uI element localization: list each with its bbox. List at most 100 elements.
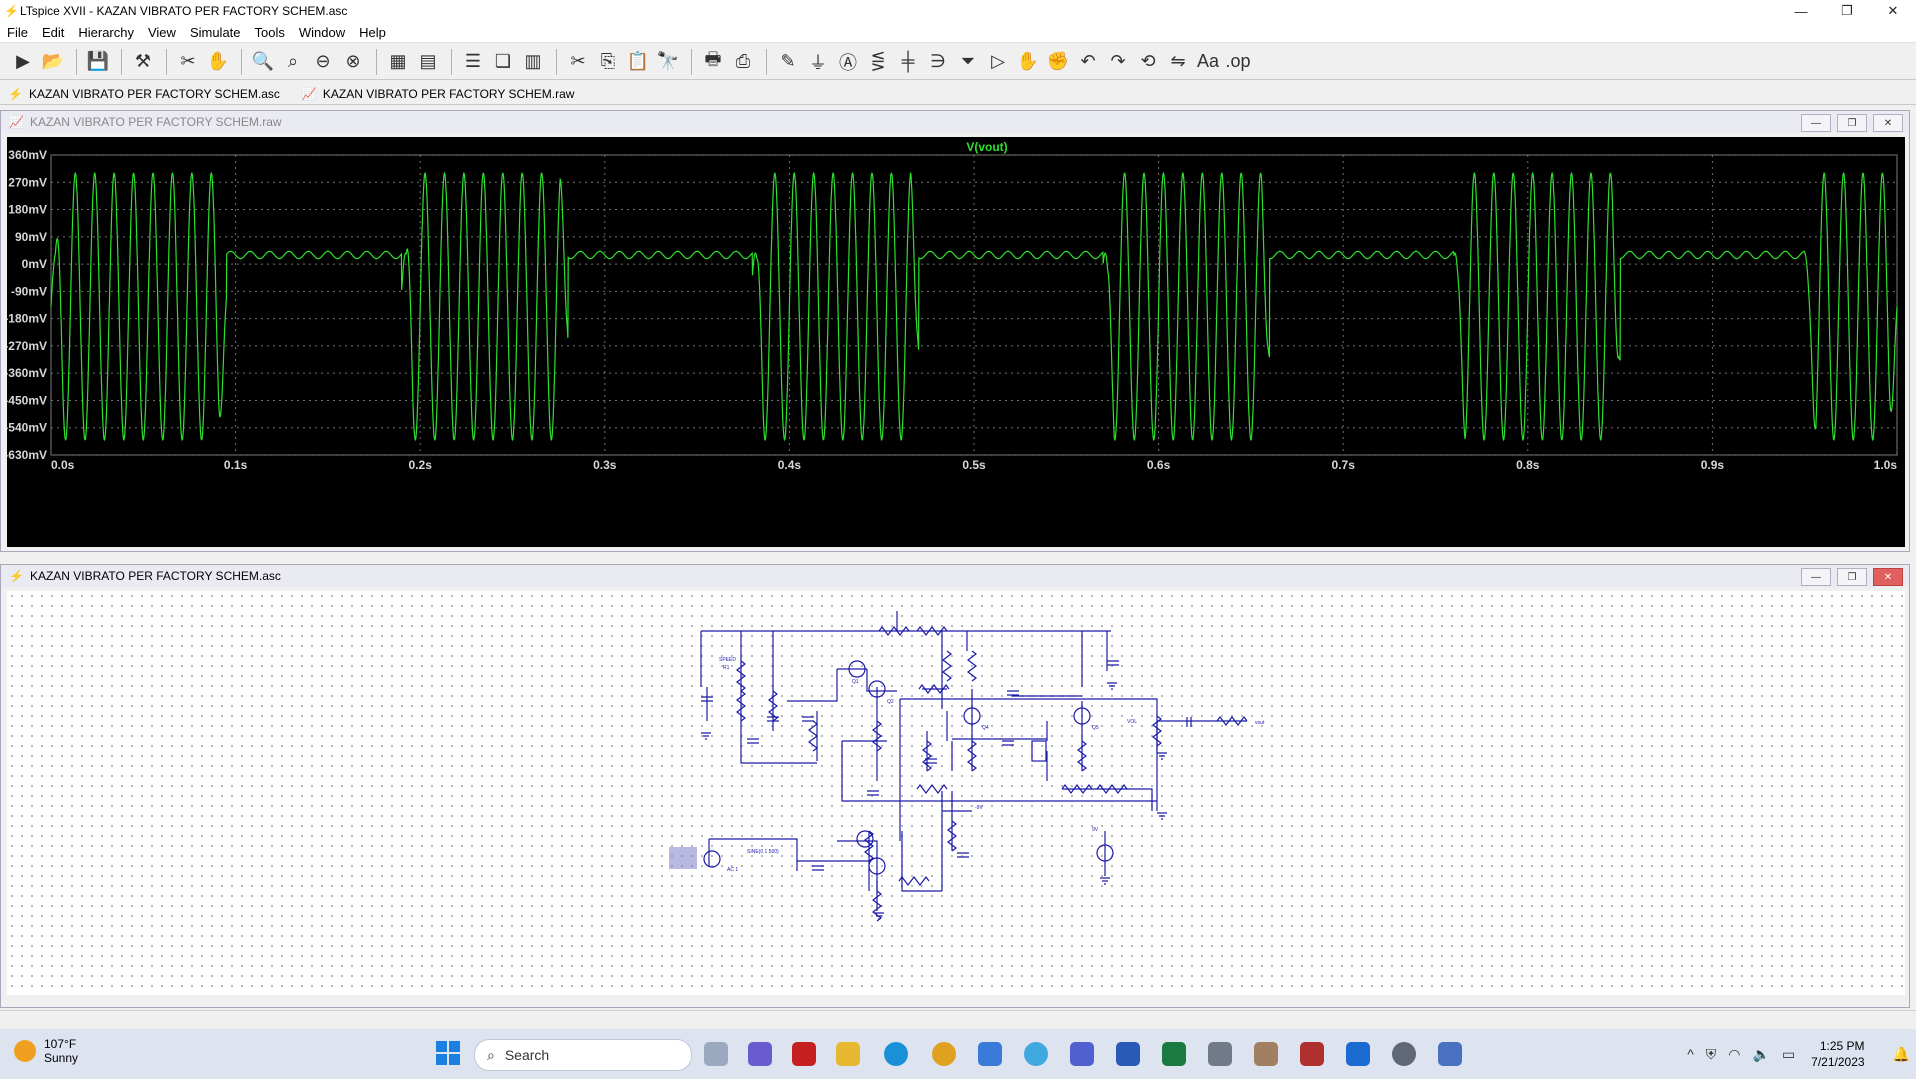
tools-icon[interactable] — [1254, 1042, 1278, 1066]
drag-icon[interactable]: ✊ — [1046, 51, 1070, 71]
pan-hand-icon[interactable]: ✋ — [206, 51, 230, 71]
window-controls: — ❐ ✕ — [1778, 0, 1916, 22]
chrome-icon[interactable] — [932, 1042, 956, 1066]
clock[interactable]: 1:25 PM 7/21/2023 — [1811, 1038, 1864, 1070]
component-icon[interactable]: ▷ — [991, 51, 1005, 71]
zoom-out-icon[interactable]: ⊖ — [315, 51, 331, 71]
inductor-icon[interactable]: ∋ — [930, 51, 946, 71]
word-icon[interactable] — [1116, 1042, 1140, 1066]
rotate-icon[interactable]: ⟲ — [1140, 51, 1156, 71]
find-icon[interactable]: 🔭 — [656, 51, 680, 71]
menu-file[interactable]: File — [7, 24, 28, 40]
menu-window[interactable]: Window — [298, 24, 346, 40]
chevron-up-icon[interactable]: ^ — [1687, 1046, 1694, 1062]
network-app-icon[interactable] — [1438, 1042, 1462, 1066]
x-tick-label: 0.1s — [224, 458, 248, 472]
menu-help[interactable]: Help — [359, 24, 386, 40]
system-tray: ^ ⛨ ◠ 🔈 ▭ 1:25 PM 7/21/2023 🔔 — [1681, 1029, 1916, 1079]
x-tick-label: 0.8s — [1516, 458, 1540, 472]
tile-horizontal-icon[interactable]: ☰ — [464, 51, 482, 71]
minimize-icon[interactable]: — — [1794, 3, 1808, 19]
mirror-icon[interactable]: ⇋ — [1170, 51, 1186, 71]
file-explorer-icon[interactable] — [836, 1042, 860, 1066]
weather-widget[interactable]: 107°F Sunny — [14, 1037, 78, 1065]
battery-icon[interactable]: ▭ — [1781, 1045, 1796, 1062]
close-icon[interactable]: ✕ — [1887, 3, 1899, 18]
svg-text:9V: 9V — [1092, 827, 1099, 833]
volume-icon[interactable]: 🔈 — [1752, 1045, 1770, 1062]
copilot-icon[interactable] — [1070, 1042, 1094, 1066]
menu-tools[interactable]: Tools — [254, 24, 285, 40]
minimize-icon[interactable]: — — [1801, 568, 1831, 586]
cut-icon[interactable]: ✂ — [570, 51, 586, 71]
teams-icon[interactable] — [748, 1042, 772, 1066]
taskbar-search[interactable]: ⌕ Search — [474, 1039, 692, 1071]
waveform-window-controls: — ❐ ✕ — [1795, 114, 1903, 132]
autorange-icon[interactable]: ▦ — [389, 51, 407, 71]
move-icon[interactable]: ✋ — [1016, 51, 1040, 71]
edge-icon[interactable] — [884, 1042, 908, 1066]
ground-icon[interactable]: ⏚ — [809, 52, 827, 73]
defender-icon[interactable]: ⛨ — [1705, 1045, 1717, 1062]
svg-text:Q4: Q4 — [982, 725, 989, 731]
resistor-icon[interactable]: ⋚ — [870, 51, 886, 71]
copy-icon[interactable]: ⎘ — [600, 51, 616, 71]
zoom-area-icon[interactable]: ⌕ — [287, 51, 299, 71]
menu-edit[interactable]: Edit — [41, 24, 65, 40]
schematic-window: ⚡ KAZAN VIBRATO PER FACTORY SCHEM.asc — … — [0, 564, 1910, 1008]
undo-icon[interactable]: ↶ — [1080, 51, 1096, 71]
zoom-fit-icon[interactable]: ⊗ — [345, 51, 361, 71]
control-panel-icon[interactable]: ⚒ — [134, 51, 152, 71]
help-icon[interactable] — [1024, 1042, 1048, 1066]
filezilla-icon[interactable] — [792, 1042, 816, 1066]
ltspice-taskbar-icon[interactable] — [1300, 1042, 1324, 1066]
maximize-icon[interactable]: ❐ — [1841, 3, 1853, 18]
spice-directive-text[interactable] — [669, 847, 697, 869]
restore-icon[interactable]: ❐ — [1837, 114, 1867, 132]
toolbar-separator — [556, 48, 559, 75]
redo-icon[interactable]: ↷ — [1110, 51, 1126, 71]
run-icon[interactable]: ▶ — [16, 51, 30, 71]
print-setup-icon[interactable]: ⎙ — [735, 51, 751, 71]
minimize-icon[interactable]: — — [1801, 114, 1831, 132]
halt-icon[interactable]: ✂ — [180, 51, 196, 71]
save-icon[interactable]: 💾 — [86, 51, 110, 71]
menu-hierarchy[interactable]: Hierarchy — [78, 24, 134, 40]
tab-waveform[interactable]: 📈 KAZAN VIBRATO PER FACTORY SCHEM.raw — [302, 87, 575, 101]
settings-gear-icon[interactable] — [1392, 1042, 1416, 1066]
trace-vout[interactable] — [50, 171, 1898, 442]
y-tick-label: -450mV — [7, 393, 47, 407]
calculator-icon[interactable] — [1208, 1042, 1232, 1066]
menu-simulate[interactable]: Simulate — [189, 24, 241, 40]
cascade-icon[interactable]: ❏ — [494, 51, 512, 71]
store-icon[interactable] — [978, 1042, 1002, 1066]
task-view-icon[interactable] — [704, 1042, 728, 1066]
windows-start-icon[interactable] — [436, 1041, 460, 1065]
menu-view[interactable]: View — [147, 24, 176, 40]
capacitor-icon[interactable]: ╪ — [901, 51, 915, 71]
spice-directive-icon[interactable]: .op — [1225, 51, 1251, 71]
print-icon[interactable]: 🖶 — [704, 48, 722, 69]
close-icon[interactable]: ✕ — [1873, 568, 1903, 586]
open-folder-icon[interactable]: 📂 — [41, 51, 65, 71]
grid-icon[interactable]: ▤ — [419, 51, 437, 71]
text-icon[interactable]: Aa — [1196, 51, 1220, 71]
tile-vertical-icon[interactable]: ▥ — [524, 51, 542, 71]
restore-icon[interactable]: ❐ — [1837, 568, 1867, 586]
trace-label[interactable]: V(vout) — [966, 140, 1007, 154]
wifi-icon[interactable]: ◠ — [1728, 1045, 1741, 1062]
draw-wire-icon[interactable]: ✎ — [780, 51, 796, 71]
waveform-window: 📈 KAZAN VIBRATO PER FACTORY SCHEM.raw — … — [0, 110, 1910, 552]
diode-icon[interactable]: ⏷ — [960, 51, 976, 71]
tab-schematic[interactable]: ⚡ KAZAN VIBRATO PER FACTORY SCHEM.asc — [8, 87, 280, 101]
close-icon[interactable]: ✕ — [1873, 114, 1903, 132]
zoom-in-icon[interactable]: 🔍 — [251, 51, 275, 71]
y-tick-label: 90mV — [15, 230, 47, 244]
paste-icon[interactable]: 📋 — [626, 51, 650, 71]
skype-icon[interactable] — [1346, 1042, 1370, 1066]
excel-icon[interactable] — [1162, 1042, 1186, 1066]
label-net-icon[interactable]: Ⓐ — [839, 52, 857, 73]
notifications-icon[interactable]: 🔔 — [1892, 1045, 1910, 1062]
